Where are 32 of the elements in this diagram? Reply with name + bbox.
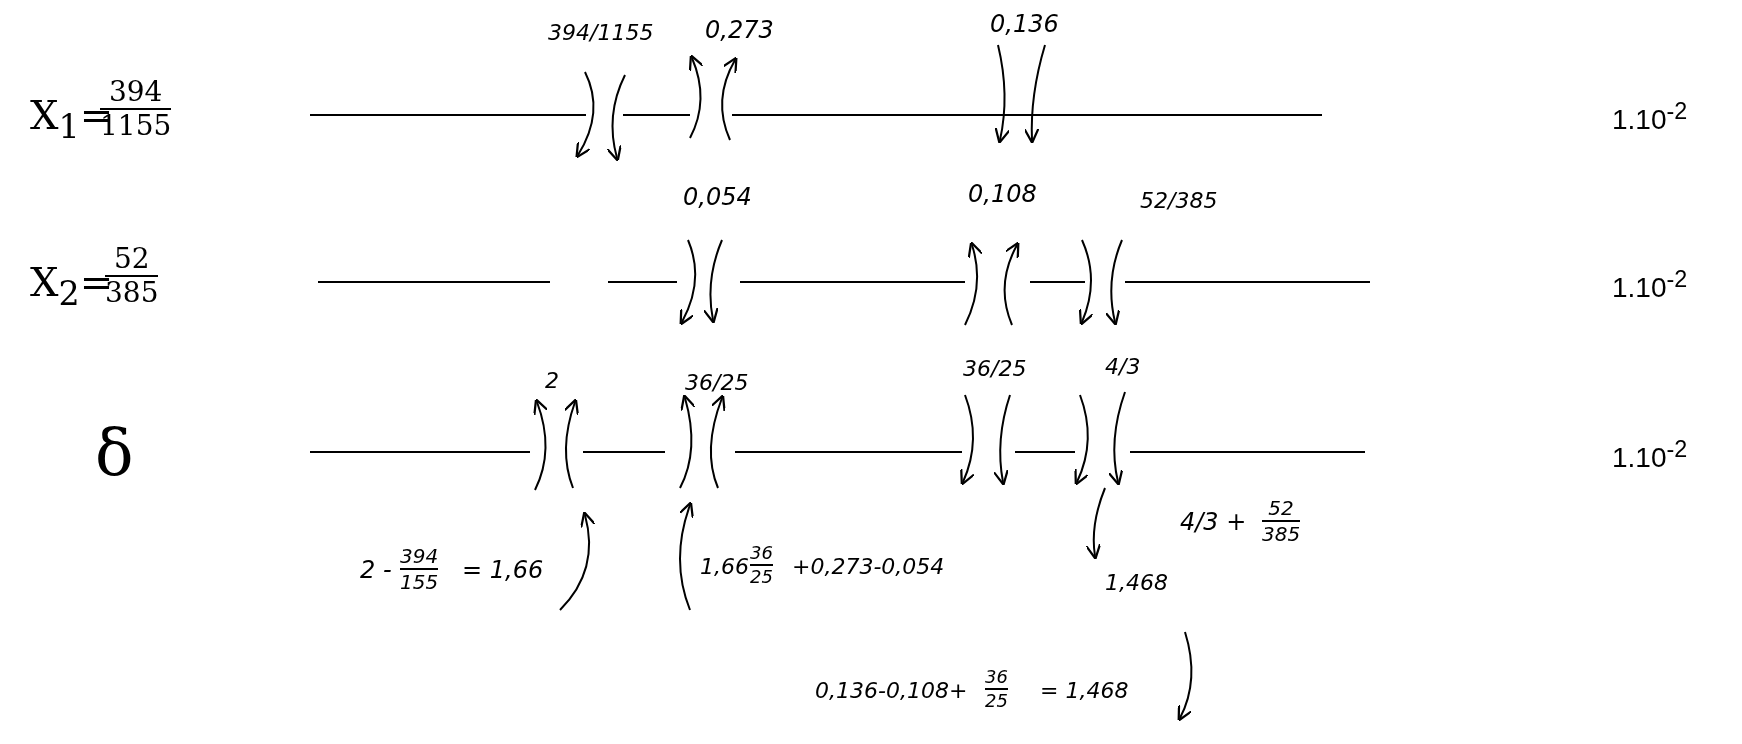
handwritten-formula: +0,273-0,054 (792, 556, 945, 578)
fraction-numerator: 394 (108, 78, 163, 106)
handwritten-value: 4/3 (1105, 356, 1141, 378)
handwritten-value: 0,273 (705, 18, 774, 42)
fraction-denominator: 25 (985, 692, 1008, 710)
handwritten-value: 36/25 (685, 372, 749, 394)
fraction-numerator: 36 (750, 544, 773, 562)
handwritten-formula: 4/3 + (1180, 510, 1247, 534)
handwritten-value: 394/1155 (548, 22, 654, 44)
handwritten-value: 36/25 (963, 358, 1027, 380)
handwritten-value: 0,108 (968, 182, 1037, 206)
fraction-denominator: 155 (400, 572, 439, 592)
handwritten-formula: 0,136-0,108+ (815, 680, 968, 702)
fraction-denominator: 385 (1262, 524, 1301, 544)
fraction-denominator: 25 (750, 568, 773, 586)
fraction-numerator: 36 (985, 668, 1008, 686)
scale-label: 1.10$^{-2}$ (1612, 100, 1688, 135)
handwritten-value: 2 (545, 370, 559, 392)
handwritten-formula: 2 - (360, 558, 392, 582)
handwritten-formula: = 1,66 (462, 558, 544, 582)
fraction-numerator: 52 (113, 245, 150, 273)
scale-label: 1.10$^{-2}$ (1612, 438, 1688, 473)
fraction-numerator: 394 (400, 546, 439, 566)
delta-symbol: δ (95, 420, 134, 484)
handwritten-formula: = 1,468 (1040, 680, 1129, 702)
fraction-numerator: 52 (1268, 498, 1294, 518)
handwritten-value: 0,136 (990, 12, 1059, 36)
handwritten-value: 1,468 (1105, 572, 1168, 594)
handwritten-value: 0,054 (683, 185, 752, 209)
scale-label: 1.10$^{-2}$ (1612, 268, 1688, 303)
handwritten-value: 52/385 (1140, 190, 1218, 212)
handwritten-formula: 1,66 (700, 556, 749, 578)
